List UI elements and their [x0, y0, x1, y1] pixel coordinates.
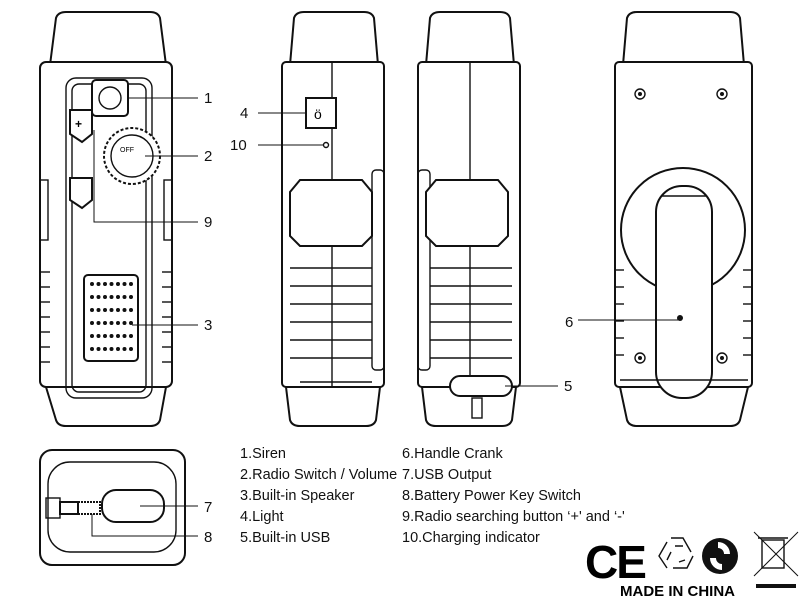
- grille-hole: [103, 308, 107, 312]
- svg-text:ö: ö: [314, 106, 322, 122]
- grille-hole: [129, 282, 133, 286]
- grille-hole: [116, 295, 120, 299]
- svg-text:5.Built-in USB: 5.Built-in USB: [240, 530, 330, 546]
- grille-hole: [96, 347, 101, 351]
- svg-text:10: 10: [230, 137, 247, 154]
- grille-hole: [96, 282, 101, 286]
- back-view: 6: [565, 11, 753, 427]
- siren-button: [91, 79, 129, 117]
- grille-hole: [90, 295, 94, 299]
- search-plus-button: [69, 109, 93, 144]
- grille-hole: [116, 282, 120, 286]
- grille-hole: [90, 321, 94, 325]
- grille-hole: [116, 347, 120, 351]
- svg-text:3.Built-in Speaker: 3.Built-in Speaker: [240, 488, 355, 504]
- grille-hole: [103, 282, 107, 286]
- light-button: [305, 97, 337, 129]
- svg-text:8.Battery Power Key Switch: 8.Battery Power Key Switch: [402, 488, 581, 504]
- svg-text:9.Radio searching button ‘+' a: 9.Radio searching button ‘+' and ‘-': [402, 509, 625, 525]
- grille-hole: [109, 347, 114, 351]
- svg-text:8: 8: [204, 529, 212, 546]
- grille-hole: [129, 295, 133, 299]
- svg-text:6: 6: [565, 314, 573, 331]
- built-in-usb: [449, 375, 513, 397]
- svg-text:7: 7: [204, 499, 212, 516]
- svg-text:10.Charging indicator: 10.Charging indicator: [402, 530, 540, 546]
- grille-hole: [109, 295, 114, 299]
- front-view: OFF + 1 2 9 3: [39, 11, 212, 427]
- recycle-icon: [658, 537, 694, 569]
- grille-hole: [96, 334, 101, 338]
- weee-bin-icon: [753, 531, 799, 588]
- grille-hole: [129, 308, 133, 312]
- svg-text:2: 2: [204, 148, 212, 165]
- charging-indicator: [322, 141, 330, 149]
- bottom-view: 7 8: [39, 449, 212, 566]
- grille-hole: [122, 282, 127, 286]
- side-view-light: ö 4 10: [230, 11, 385, 427]
- svg-text:2.Radio Switch / Volume: 2.Radio Switch / Volume: [240, 467, 397, 483]
- certification-marks: CE MADE IN CHINA: [585, 531, 799, 600]
- green-dot-icon: [702, 538, 738, 574]
- grille-hole: [129, 334, 133, 338]
- side-view-usb: 5: [417, 11, 572, 427]
- grille-hole: [90, 282, 94, 286]
- grille-hole: [96, 295, 101, 299]
- svg-text:1: 1: [204, 90, 212, 107]
- grille-hole: [109, 334, 114, 338]
- svg-text:6.Handle Crank: 6.Handle Crank: [402, 446, 503, 462]
- ce-mark: CE: [585, 536, 645, 588]
- grille-hole: [122, 347, 127, 351]
- grille-hole: [90, 308, 94, 312]
- grille-hole: [96, 321, 101, 325]
- grille-hole: [103, 321, 107, 325]
- grille-hole: [103, 295, 107, 299]
- svg-text:9: 9: [204, 214, 212, 231]
- grille-hole: [109, 308, 114, 312]
- grille-hole: [103, 334, 107, 338]
- grille-hole: [109, 282, 114, 286]
- svg-text:7.USB Output: 7.USB Output: [402, 467, 491, 483]
- svg-text:4: 4: [240, 105, 248, 122]
- grille-hole: [122, 295, 127, 299]
- grille-hole: [96, 308, 101, 312]
- battery-key-switch: [77, 501, 101, 515]
- svg-text:MADE IN CHINA: MADE IN CHINA: [620, 583, 735, 600]
- grille-hole: [109, 321, 114, 325]
- grille-hole: [129, 347, 133, 351]
- search-minus-button: [69, 177, 93, 210]
- grille-hole: [103, 347, 107, 351]
- grille-hole: [129, 321, 133, 325]
- svg-text:OFF: OFF: [120, 147, 134, 154]
- svg-text:1.Siren: 1.Siren: [240, 446, 286, 462]
- svg-text:4.Light: 4.Light: [240, 509, 284, 525]
- grille-hole: [116, 334, 120, 338]
- handle-crank: [655, 185, 713, 399]
- grille-hole: [90, 334, 94, 338]
- svg-text:5: 5: [564, 378, 572, 395]
- grille-hole: [122, 334, 127, 338]
- grille-hole: [90, 347, 94, 351]
- grille-hole: [116, 308, 120, 312]
- grille-hole: [122, 321, 127, 325]
- grille-hole: [116, 321, 120, 325]
- legend: 1.Siren 2.Radio Switch / Volume 3.Built-…: [240, 446, 625, 546]
- grille-hole: [122, 308, 127, 312]
- svg-text:3: 3: [204, 317, 212, 334]
- svg-text:+: +: [75, 117, 82, 131]
